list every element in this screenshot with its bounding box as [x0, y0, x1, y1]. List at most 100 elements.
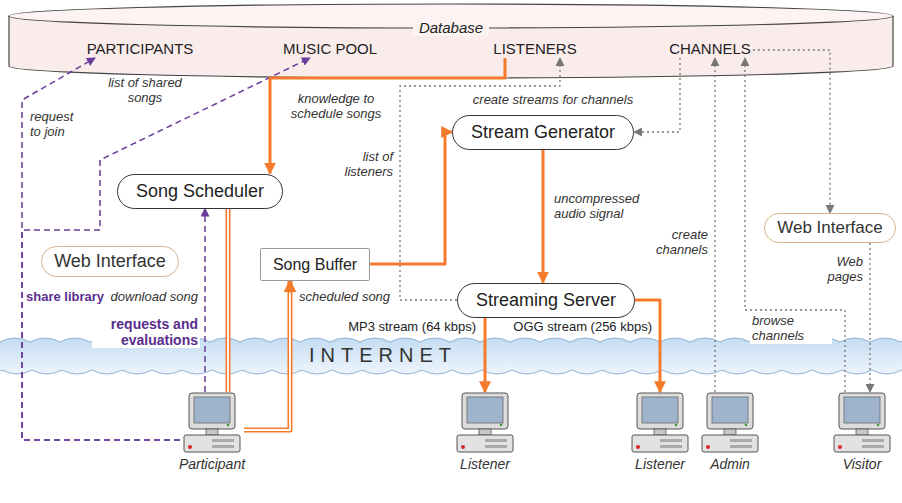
node-label: Song Buffer	[273, 255, 357, 274]
edge-label: OGG stream (256 kbps)	[490, 320, 654, 335]
connector-inner-line	[227, 209, 229, 393]
monitor-stand	[724, 429, 736, 435]
cylinder-body	[9, 16, 893, 78]
monitor	[707, 393, 753, 429]
computer-case	[184, 435, 240, 452]
node-label: Visitor	[843, 456, 882, 472]
drive-slot	[730, 439, 752, 442]
drive-slot	[212, 439, 234, 442]
node-label: Participant	[179, 456, 245, 472]
connector-line	[542, 150, 545, 283]
monitor-stand	[856, 429, 868, 435]
computer-node: Participant	[180, 392, 244, 472]
computer-icon	[832, 392, 892, 454]
edge-label: list of shared songs	[104, 76, 186, 106]
edge-label: scheduled song	[297, 290, 397, 305]
monitor-stand	[654, 429, 666, 435]
node-label: PARTICIPANTS	[87, 40, 194, 58]
power-light	[636, 445, 640, 449]
buffer-box: Song Buffer	[260, 248, 370, 281]
edge-label: uncompressed audio signal	[552, 192, 656, 222]
connector-line	[484, 318, 487, 393]
power-light	[227, 424, 230, 427]
connector	[228, 209, 229, 393]
monitor-stand	[479, 429, 491, 435]
connector-line	[869, 243, 870, 392]
drive-slot	[660, 439, 682, 442]
web-interface-box: Web Interface	[764, 213, 896, 243]
edge-label: create channels	[636, 228, 710, 258]
edge-label: create streams for channels	[450, 93, 656, 108]
drive-slot	[862, 439, 884, 442]
database-table: MUSIC POOL	[281, 40, 379, 58]
process-box: Streaming Server	[457, 283, 635, 318]
computer-node: Admin	[698, 392, 762, 472]
power-light	[877, 424, 880, 427]
power-light	[500, 424, 503, 427]
web-interface-box: Web Interface	[41, 246, 179, 277]
process-box: Stream Generator	[452, 115, 634, 150]
edge-label: requests and evaluations	[92, 316, 200, 348]
computer-case	[632, 435, 688, 452]
node-label: Web Interface	[777, 218, 883, 238]
power-light	[745, 424, 748, 427]
node-label: LISTENERS	[493, 40, 576, 58]
drive-slot	[730, 445, 752, 448]
edge-label: MP3 stream (64 kbps)	[326, 320, 478, 335]
drive-slot	[660, 445, 682, 448]
computer-icon	[455, 392, 515, 454]
connector-line	[226, 209, 231, 393]
drive-slot	[862, 445, 884, 448]
connector	[715, 58, 716, 392]
edge-label: request to join	[28, 110, 86, 140]
drive-slot	[212, 445, 234, 448]
computer-case	[702, 435, 758, 452]
node-label: Listener	[460, 456, 510, 472]
node-label: Admin	[710, 456, 750, 472]
monitor	[839, 393, 885, 429]
drive-slot	[485, 439, 507, 442]
database-cylinder: DatabasePARTICIPANTSMUSIC POOLLISTENERSC…	[8, 4, 894, 78]
screen	[467, 397, 503, 423]
drive-slot	[485, 445, 507, 448]
power-light	[838, 445, 842, 449]
database-table: PARTICIPANTS	[85, 40, 196, 58]
power-light	[188, 445, 192, 449]
monitor	[637, 393, 683, 429]
monitor	[189, 393, 235, 429]
power-light	[675, 424, 678, 427]
screen	[642, 397, 678, 423]
screen	[194, 397, 230, 423]
computer-node: Listener	[453, 392, 517, 472]
note-label: share library	[24, 290, 106, 305]
edge-label: list of listeners	[328, 150, 395, 180]
node-label: CHANNELS	[669, 40, 751, 58]
connector	[485, 318, 486, 393]
database-table: CHANNELS	[667, 40, 753, 58]
computer-case	[457, 435, 513, 452]
computer-node: Visitor	[830, 392, 894, 472]
edge-label: Web pages	[810, 255, 865, 285]
connector	[22, 58, 180, 440]
screen	[712, 397, 748, 423]
computer-icon	[700, 392, 760, 454]
node-label: INTERNET	[309, 344, 457, 367]
computer-node: Listener	[628, 392, 692, 472]
screen	[844, 397, 880, 423]
connector-line	[714, 58, 715, 392]
connector	[543, 150, 544, 283]
power-light	[461, 445, 465, 449]
node-label: Listener	[635, 456, 685, 472]
connector	[870, 243, 871, 392]
computer-icon	[182, 392, 242, 454]
node-label: Song Scheduler	[136, 181, 264, 202]
edge-label: browse channels	[750, 314, 832, 344]
database-table: LISTENERS	[491, 40, 578, 58]
monitor-stand	[206, 429, 218, 435]
node-label: MUSIC POOL	[283, 40, 377, 58]
computer-icon	[630, 392, 690, 454]
computer-case	[834, 435, 890, 452]
process-box: Song Scheduler	[117, 174, 283, 209]
edge-label: download song	[100, 290, 200, 305]
